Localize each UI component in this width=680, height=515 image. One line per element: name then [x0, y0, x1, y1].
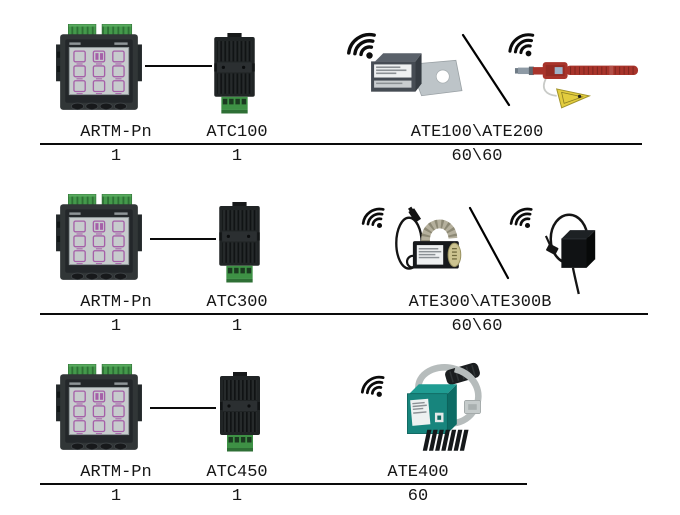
model-label: ATC300 [206, 293, 268, 312]
artm-pn-display-image [56, 194, 142, 284]
quantity-value: 1 [110, 147, 122, 166]
separator-slash-line [468, 206, 510, 280]
quantity-value: 60\60 [451, 147, 503, 166]
spec-divider-line [40, 143, 642, 146]
model-label: ARTM-Pn [80, 123, 152, 142]
spec-divider-line [40, 483, 527, 486]
artm-pn-display-image [56, 364, 142, 454]
artm-pn-display-image [56, 24, 142, 114]
model-label: ARTM-Pn [80, 463, 152, 482]
ate200-sensor-image [513, 51, 642, 109]
model-label: ATE400 [387, 463, 449, 482]
connection-line [145, 65, 212, 68]
model-label: ATE100\ATE200 [410, 123, 544, 142]
spec-divider-line [40, 313, 648, 316]
wifi-signal-icon [505, 203, 535, 233]
model-label: ARTM-Pn [80, 293, 152, 312]
quantity-value: 1 [231, 317, 243, 336]
ate100-sensor-image [365, 47, 466, 100]
atc450-collector-image [218, 372, 262, 452]
separator-slash-line [461, 33, 511, 107]
model-label: ATC450 [206, 463, 268, 482]
quantity-value: 60\60 [451, 317, 503, 336]
atc100-collector-image [212, 33, 257, 114]
atc300-collector-image [217, 202, 262, 283]
model-label: ATE300\ATE300B [408, 293, 552, 312]
quantity-value: 1 [110, 317, 122, 336]
model-label: ATC100 [206, 123, 268, 142]
ate300-sensor-image [392, 206, 468, 292]
wifi-signal-icon [357, 203, 387, 233]
ate400-sensor-image [396, 357, 491, 457]
quantity-value: 60 [407, 487, 429, 506]
quantity-value: 1 [231, 147, 243, 166]
wifi-signal-icon [356, 371, 387, 402]
quantity-value: 1 [231, 487, 243, 506]
quantity-value: 1 [110, 487, 122, 506]
connection-line [150, 238, 216, 241]
ate300b-sensor-image [543, 204, 601, 296]
connection-line [150, 407, 216, 410]
